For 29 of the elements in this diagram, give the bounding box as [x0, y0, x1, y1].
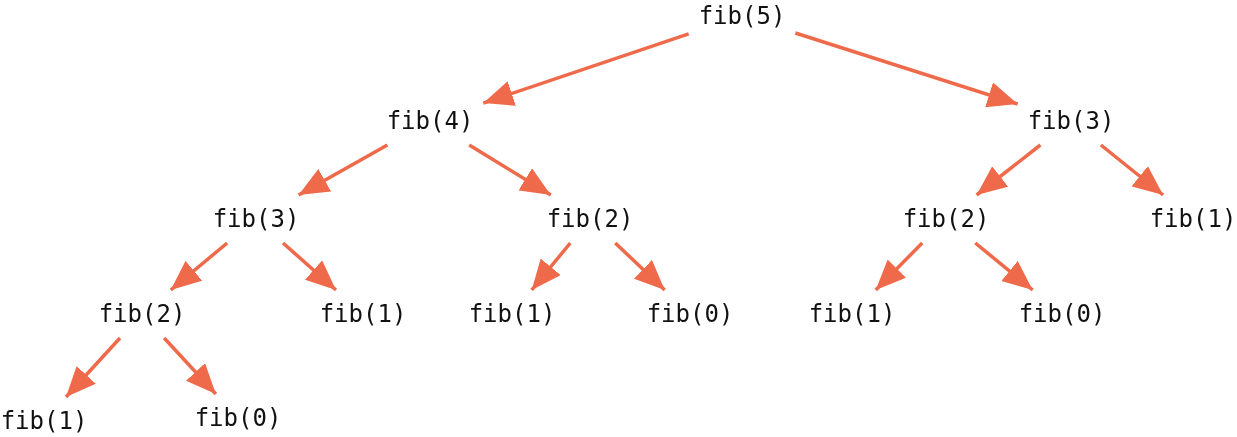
function-call-label: fib(3) [1027, 107, 1115, 135]
arrow [64, 336, 122, 399]
arrow [468, 143, 552, 197]
arrow [794, 31, 1019, 108]
arrow [530, 241, 572, 292]
function-call-label: fib(1) [319, 300, 407, 328]
function-call-label: fib(4) [386, 107, 474, 135]
arrow [1099, 143, 1165, 197]
function-call-label: fib(0) [1018, 300, 1106, 328]
arrow [482, 32, 690, 106]
function-call-label: fib(2) [546, 205, 634, 233]
function-call-label: fib(1) [0, 407, 88, 435]
function-call-label: fib(3) [212, 205, 300, 233]
function-call-label: fib(0) [194, 404, 282, 432]
function-call-label: fib(1) [1149, 205, 1237, 233]
function-call-label: fib(0) [646, 300, 734, 328]
function-call-label: fib(2) [98, 300, 186, 328]
arrow [162, 336, 218, 396]
function-call-label: fib(2) [902, 205, 990, 233]
arrow [297, 143, 389, 197]
arrow [974, 241, 1034, 292]
arrow [874, 241, 924, 292]
arrow [614, 241, 666, 292]
function-call-label: fib(5) [698, 2, 786, 30]
arrow [169, 241, 229, 292]
arrow [975, 143, 1042, 197]
function-call-label: fib(1) [468, 300, 556, 328]
function-call-label: fib(1) [808, 300, 896, 328]
arrow [281, 241, 338, 292]
